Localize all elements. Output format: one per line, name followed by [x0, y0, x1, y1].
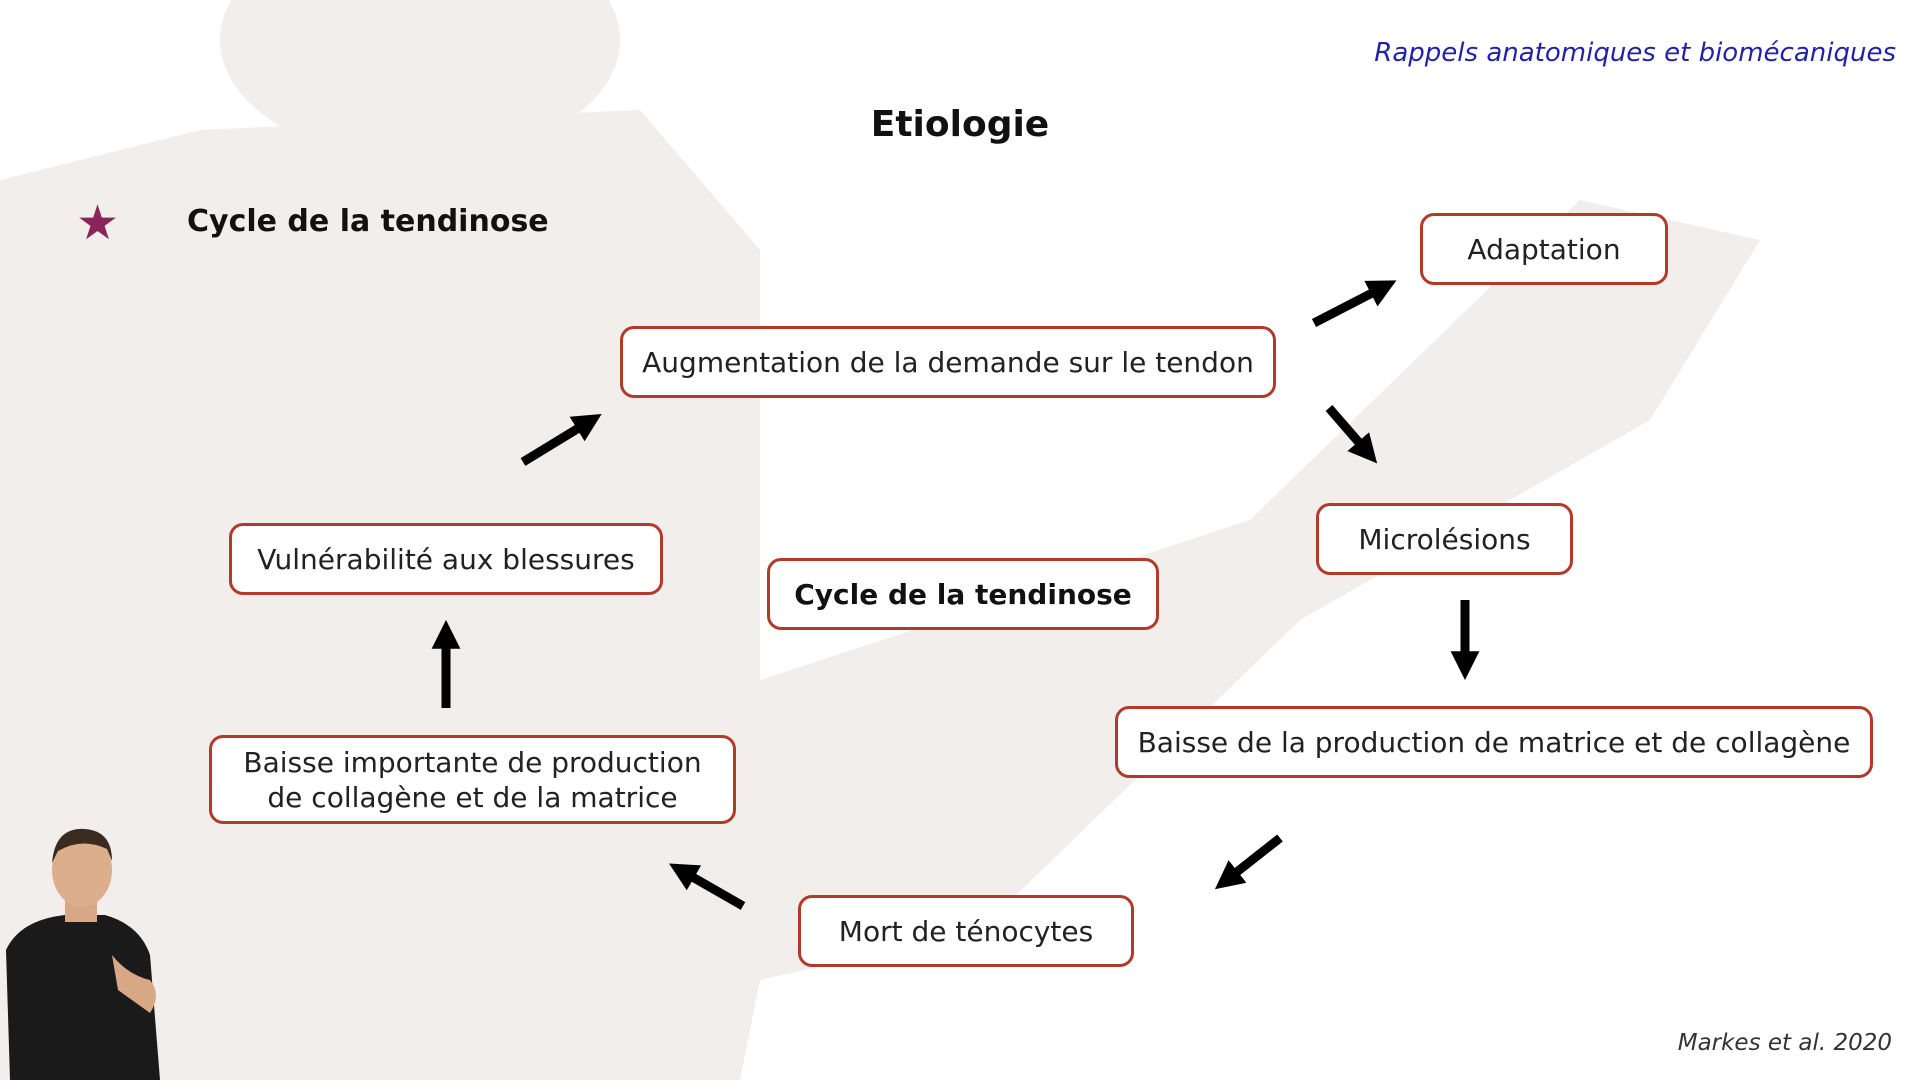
- star-icon: ★: [76, 199, 119, 247]
- citation: Markes et al. 2020: [1678, 1030, 1892, 1056]
- slide-title: Etiologie: [0, 104, 1920, 145]
- node-adaptation: Adaptation: [1420, 213, 1668, 285]
- node-microlesions: Microlésions: [1316, 503, 1573, 575]
- node-mort: Mort de ténocytes: [798, 895, 1134, 967]
- section-topic: Rappels anatomiques et biomécaniques: [1374, 38, 1896, 68]
- bullet-text: Cycle de la tendinose: [187, 204, 549, 239]
- node-vulnerabilite: Vulnérabilité aux blessures: [229, 523, 663, 595]
- cycle-center-label: Cycle de la tendinose: [767, 558, 1159, 630]
- node-augmentation: Augmentation de la demande sur le tendon: [620, 326, 1276, 398]
- presenter-thumbnail: [0, 815, 170, 1080]
- node-baisse-importante: Baisse importante de production de colla…: [209, 735, 736, 824]
- node-baisse-production: Baisse de la production de matrice et de…: [1115, 706, 1873, 778]
